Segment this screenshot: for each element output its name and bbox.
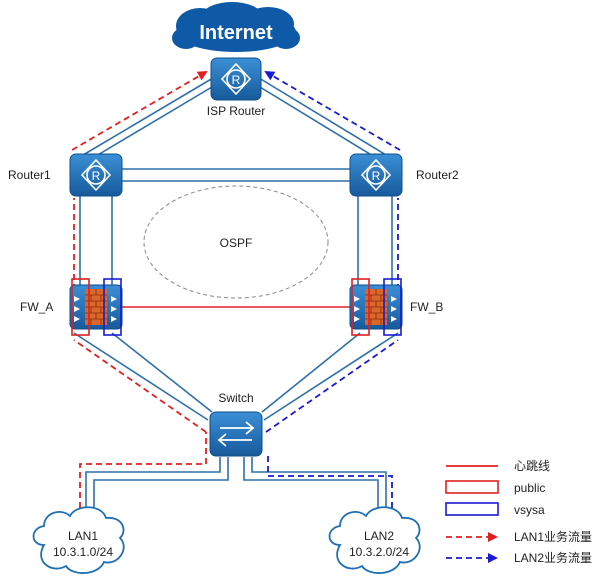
- fw-a: FW_A: [20, 278, 123, 336]
- lan1-flow-router1-to-isp: [71, 70, 208, 151]
- link-isp-router2-a: [258, 77, 392, 159]
- fw-b-label: FW_B: [410, 300, 443, 314]
- internet-label: Internet: [199, 22, 273, 44]
- fw-b-vsysa-box: [383, 278, 402, 336]
- legend-heartbeat-label: 心跳线: [514, 459, 550, 473]
- svg-text:R: R: [372, 169, 381, 183]
- switch-body: [209, 411, 263, 457]
- link-switch-lan2-a: [243, 457, 379, 520]
- lan2-flow-lan-to-switch: [267, 452, 393, 518]
- lan2: LAN2 10.3.2.0/24: [328, 506, 421, 574]
- link-fwa-switch-a: [73, 332, 209, 421]
- legend-vsysa-swatch: [445, 502, 499, 516]
- legend-lan1-label: LAN1业务流量: [514, 529, 592, 544]
- legend-public-swatch: [445, 480, 499, 494]
- lan1-subnet: 10.3.1.0/24: [53, 545, 113, 559]
- isp-router-body: [210, 57, 262, 101]
- internet-cloud: Internet: [172, 2, 300, 52]
- svg-text:R: R: [92, 169, 101, 183]
- lan2-flow-router2-to-isp: [264, 70, 401, 151]
- fw-b-public-box: [351, 278, 370, 336]
- cloud-icon: [172, 2, 300, 52]
- switch-label: Switch: [218, 391, 253, 405]
- link-isp-router1-a: [77, 77, 214, 159]
- link-switch-lan1-a: [93, 457, 229, 520]
- router2-label: Router2: [416, 168, 459, 182]
- router1-body: [69, 153, 123, 197]
- lan1-name: LAN1: [68, 529, 98, 543]
- lan2-subnet: 10.3.2.0/24: [349, 545, 409, 559]
- legend-public-label: public: [514, 481, 545, 495]
- router2-body: [349, 153, 403, 197]
- router1-label: Router1: [8, 168, 51, 182]
- switch-icon: [217, 421, 255, 447]
- link-isp-router2-b: [254, 83, 384, 163]
- switch: Switch: [209, 391, 263, 457]
- fw-b: FW_B: [349, 278, 443, 336]
- firewall-icon: [74, 289, 117, 325]
- isp-router: R ISP Router: [207, 57, 265, 118]
- link-fwb-switch-b: [261, 332, 361, 413]
- ospf-area: [143, 185, 329, 299]
- link-isp-router1-b: [85, 83, 218, 163]
- link-fwa-switch-b: [111, 332, 213, 413]
- link-switch-lan1-b: [85, 457, 221, 520]
- legend-vsysa-label: vsysa: [514, 503, 545, 517]
- fw-a-vsysa-box: [103, 278, 122, 336]
- fw-a-public-box: [71, 278, 90, 336]
- lan1: LAN1 10.3.1.0/24: [32, 506, 125, 574]
- fw-a-label: FW_A: [20, 300, 53, 314]
- lan2-name: LAN2: [364, 529, 394, 543]
- router-icon: R: [220, 62, 252, 96]
- svg-text:R: R: [232, 73, 241, 87]
- legend: 心跳线 public vsysa LAN1业务流量 LAN2业务流量: [445, 459, 592, 565]
- ospf-label: OSPF: [220, 236, 253, 250]
- lan1-flow-switch-to-fwa: [73, 339, 207, 433]
- router1: R Router1: [8, 153, 123, 197]
- router-icon: R: [360, 158, 392, 192]
- router2: R Router2: [349, 153, 459, 197]
- link-switch-lan2-b: [251, 457, 387, 520]
- lan1-flow-lan-to-switch: [79, 432, 207, 518]
- router-icon: R: [80, 158, 112, 192]
- legend-lan2-label: LAN2业务流量: [514, 550, 592, 565]
- lan2-traffic-flow: [264, 70, 401, 518]
- lan1-traffic-flow: [71, 70, 208, 518]
- isp-router-label: ISP Router: [207, 104, 265, 118]
- lan2-flow-switch-to-fwb: [265, 339, 399, 433]
- cloud-icon: [32, 506, 125, 574]
- cloud-icon: [328, 506, 421, 574]
- link-fwb-switch-a: [263, 332, 399, 421]
- physical-links: [73, 77, 399, 520]
